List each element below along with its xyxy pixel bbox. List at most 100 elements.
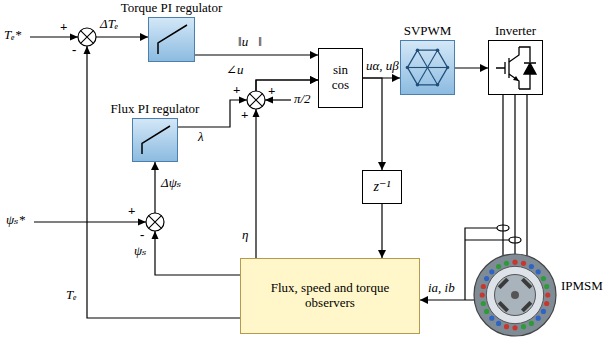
signal-name: Tₑ xyxy=(66,288,77,302)
motor-node: IPMSM xyxy=(473,253,557,337)
vector-tip xyxy=(416,48,420,52)
stator-winding xyxy=(484,309,489,314)
pi-symbol xyxy=(133,119,177,161)
arrow-head xyxy=(138,219,146,226)
node-label: Torque PI regulator xyxy=(121,1,223,16)
stator-winding xyxy=(536,316,541,321)
rotor-magnet xyxy=(521,301,532,312)
motor-shaft xyxy=(511,291,519,299)
trig-block: sin cos xyxy=(318,48,363,108)
vector-tip xyxy=(436,48,440,52)
sign-mark: + xyxy=(241,108,248,122)
sign-mark: - xyxy=(72,43,76,57)
arrow-head xyxy=(253,109,260,117)
stator-winding xyxy=(504,324,509,329)
signal-name: λ xyxy=(198,130,204,144)
delay-block: z⁻¹ xyxy=(362,170,402,204)
signal-name: π/2 xyxy=(294,92,311,106)
space-vector-hexagon xyxy=(401,41,454,94)
stator-winding xyxy=(521,324,526,329)
signal-connector xyxy=(87,37,240,318)
node-label: Flux PI regulator xyxy=(111,102,200,117)
junction-cross xyxy=(250,94,263,107)
signal-name: Δψₛ xyxy=(161,176,181,190)
stator-winding xyxy=(529,264,534,269)
node-label: Flux, speed and torque observers xyxy=(250,281,410,311)
motor-bore xyxy=(486,266,543,323)
stator-winding xyxy=(489,316,494,321)
junction-cross xyxy=(149,216,162,229)
arrow-head xyxy=(84,46,91,54)
regulator-box: Torque PI regulator xyxy=(148,17,195,62)
voltage-vector xyxy=(418,50,428,67)
arrow-head xyxy=(152,231,159,239)
inverter-box: Inverter xyxy=(488,40,543,95)
node-label: sin cos xyxy=(328,63,354,93)
voltage-vector xyxy=(418,68,428,85)
signal-name: ψₛ* xyxy=(6,213,25,227)
stator-winding xyxy=(512,260,517,265)
modulator-box: SVPWM xyxy=(400,40,455,95)
signal-connector xyxy=(195,54,318,55)
summing-junction xyxy=(146,213,164,231)
arrow-head xyxy=(70,34,78,41)
igbt-symbol xyxy=(489,41,542,94)
motor-stator xyxy=(474,254,556,336)
voltage-vector xyxy=(428,67,448,68)
stator-winding xyxy=(512,325,517,330)
rotor-magnet xyxy=(498,278,509,289)
signal-connector xyxy=(381,204,382,258)
stator-winding xyxy=(545,292,550,297)
voltage-vector xyxy=(428,68,438,85)
igbt-group xyxy=(496,47,536,89)
stator-winding xyxy=(521,261,526,266)
stator-winding xyxy=(544,301,549,306)
summing-junction xyxy=(78,28,96,46)
signal-connector xyxy=(256,80,318,258)
sign-mark: + xyxy=(268,84,275,98)
signal-connector xyxy=(155,162,240,275)
sign-mark: - xyxy=(140,228,144,242)
pi-response-line xyxy=(158,25,187,54)
stator-winding xyxy=(544,284,549,289)
motor-rotor xyxy=(495,275,536,316)
vector-tip xyxy=(406,66,410,70)
pi-response-line xyxy=(142,126,170,154)
node-label: SVPWM xyxy=(404,24,452,39)
node-label: IPMSM xyxy=(561,279,603,294)
emitter-arrow xyxy=(513,76,519,81)
igbt-gate xyxy=(496,62,505,74)
stator-winding xyxy=(541,276,546,281)
voltage-vector xyxy=(408,67,428,68)
hexagon-outline xyxy=(408,50,448,85)
stator-winding xyxy=(484,276,489,281)
reference-flux-wire xyxy=(34,221,146,222)
signal-name: ia, ib xyxy=(428,281,455,295)
signal-connector xyxy=(503,95,527,256)
rotor-magnet xyxy=(521,278,532,289)
node-label: z⁻¹ xyxy=(373,179,390,195)
junction-cross xyxy=(81,31,94,44)
stator-winding xyxy=(504,261,509,266)
sign-mark: + xyxy=(233,83,240,97)
igbt-emitter xyxy=(509,74,519,89)
current-sensor xyxy=(497,225,509,231)
signal-connector xyxy=(420,299,474,300)
signal-connector xyxy=(363,78,382,170)
pi-symbol xyxy=(149,18,194,61)
vector-tip xyxy=(436,83,440,87)
stator-winding xyxy=(536,269,541,274)
stator-winding xyxy=(481,284,486,289)
arrow-head xyxy=(239,97,247,104)
current-sensor xyxy=(509,237,521,243)
igbt-collector xyxy=(509,47,519,62)
motor-illustration xyxy=(473,253,557,337)
signal-name: ‖u⃗‖ xyxy=(238,35,262,49)
stator-winding xyxy=(481,301,486,306)
rotor-magnet xyxy=(498,301,509,312)
vector-tip xyxy=(446,66,450,70)
signal-connector xyxy=(455,67,488,68)
signal-name: ΔTₑ xyxy=(100,17,118,31)
freewheel-diode xyxy=(524,63,536,74)
